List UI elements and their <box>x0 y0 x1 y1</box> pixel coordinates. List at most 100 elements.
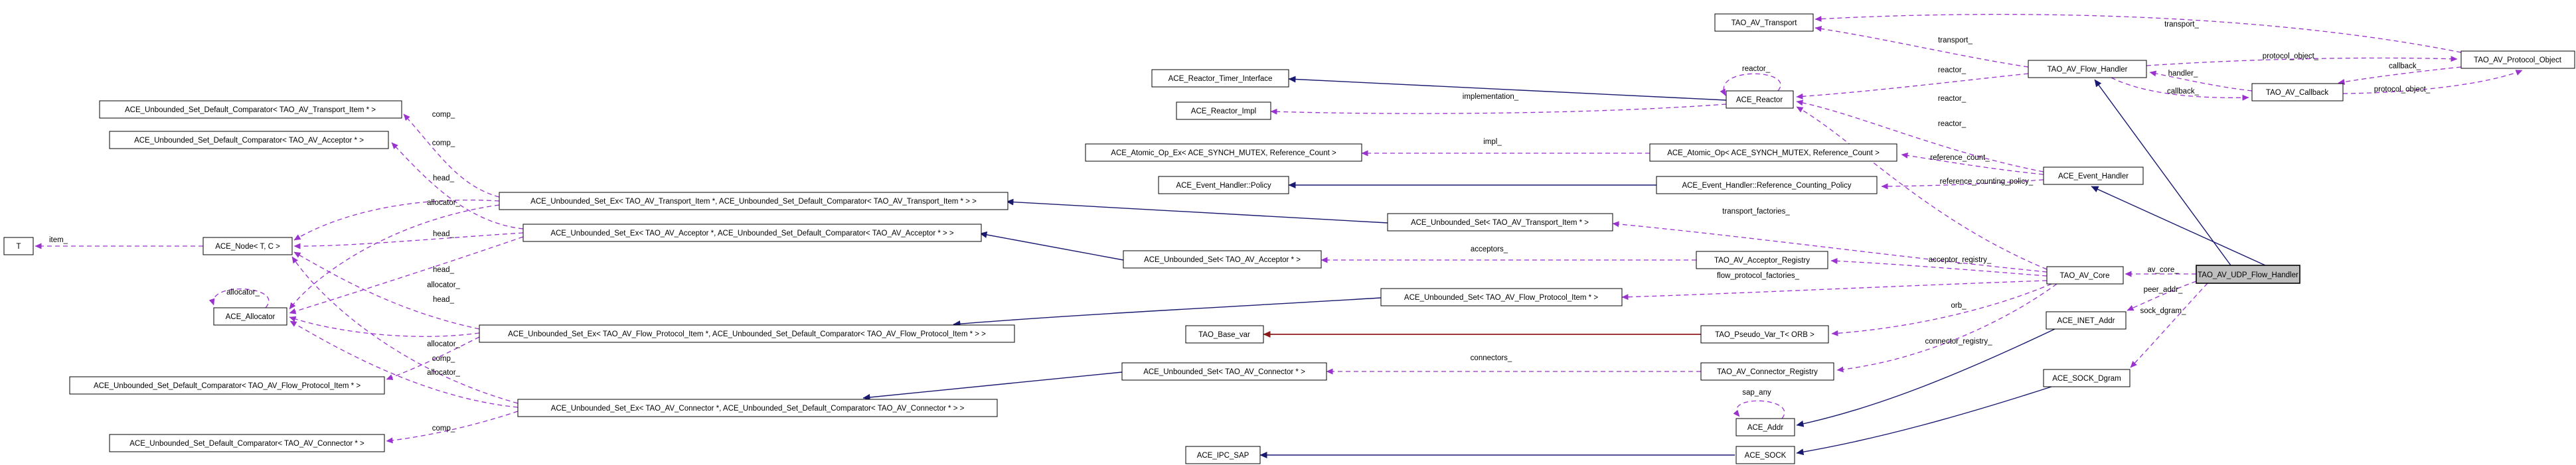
class-node-callback[interactable]: TAO_AV_Callback <box>2251 83 2344 101</box>
edge-label-allocator-selfloop: allocator_ <box>226 289 260 297</box>
svg-text:TAO_AV_Transport: TAO_AV_Transport <box>1731 19 1798 27</box>
svg-text:TAO_AV_Connector_Registry: TAO_AV_Connector_Registry <box>1717 368 1818 376</box>
class-node-flow-handler[interactable]: TAO_AV_Flow_Handler <box>2028 60 2147 78</box>
class-node-sock-dgram[interactable]: ACE_SOCK_Dgram <box>2043 369 2131 387</box>
edge-use-core-acceptorregistry <box>1830 257 2048 277</box>
svg-text:ACE_Unbounded_Set< TAO_AV_Tran: ACE_Unbounded_Set< TAO_AV_Transport_Item… <box>1411 219 1589 227</box>
svg-text:TAO_AV_Callback: TAO_AV_Callback <box>2266 89 2328 97</box>
class-node-ace-node[interactable]: ACE_Node< T, C > <box>202 237 293 255</box>
class-node-acceptor-registry[interactable]: TAO_AV_Acceptor_Registry <box>1696 251 1828 269</box>
edge-inherit-sockdgram-to-sock <box>1796 386 2052 456</box>
class-node-inet-addr[interactable]: ACE_INET_Addr <box>2046 311 2127 330</box>
class-node-setex-flow[interactable]: ACE_Unbounded_Set_Ex< TAO_AV_Flow_Protoc… <box>479 324 1015 343</box>
class-node-comp-transport[interactable]: ACE_Unbounded_Set_Default_Comparator< TA… <box>99 100 402 119</box>
edge-inherit-uset-acceptor-to-setex <box>979 231 1124 261</box>
class-node-transport[interactable]: TAO_AV_Transport <box>1714 13 1814 32</box>
edge-use-core-transportfactories <box>1612 221 2048 273</box>
class-node-udp-flow-handler-main[interactable]: TAO_AV_UDP_Flow_Handler <box>2196 265 2300 284</box>
svg-text:T: T <box>16 243 21 251</box>
svg-text:TAO_Pseudo_Var_T< ORB >: TAO_Pseudo_Var_T< ORB > <box>1715 331 1814 339</box>
class-node-reactor-impl[interactable]: ACE_Reactor_Impl <box>1176 101 1271 120</box>
class-node-base-var[interactable]: TAO_Base_var <box>1185 325 1264 344</box>
class-node-ref-counting-policy[interactable]: ACE_Event_Handler::Reference_Counting_Po… <box>1656 176 1878 194</box>
svg-text:ACE_Node< T, C >: ACE_Node< T, C > <box>215 243 280 251</box>
edge-label-comp-1: comp_ <box>432 111 455 119</box>
class-node-connector-registry[interactable]: TAO_AV_Connector_Registry <box>1700 362 1834 381</box>
edge-use-setex-acceptor-allocator <box>289 236 524 314</box>
edge-label-reference-count: reference_count_ <box>1930 154 1990 162</box>
class-node-sock[interactable]: ACE_SOCK <box>1735 446 1795 464</box>
svg-text:ACE_Reactor_Impl: ACE_Reactor_Impl <box>1191 107 1256 115</box>
edge-label-head-1: head_ <box>433 174 455 182</box>
class-node-reactor-timer-interface[interactable]: ACE_Reactor_Timer_Interface <box>1151 69 1289 88</box>
edge-use-flowhandler-protocolobject <box>2146 56 2458 66</box>
class-node-comp-flow[interactable]: ACE_Unbounded_Set_Default_Comparator< TA… <box>69 376 385 395</box>
svg-text:ACE_Unbounded_Set< TAO_AV_Acce: ACE_Unbounded_Set< TAO_AV_Acceptor * > <box>1144 256 1301 264</box>
edge-inherit-uset-connector-to-setex <box>862 371 1123 401</box>
edge-label-acceptors: acceptors_ <box>1471 245 1508 253</box>
class-node-setex-transport[interactable]: ACE_Unbounded_Set_Ex< TAO_AV_Transport_I… <box>499 192 1008 210</box>
edge-use-setex-transport-comp <box>403 113 500 198</box>
edge-label-comp-3: comp_ <box>432 355 455 363</box>
edge-use-eventhandler-refcountingpolicy <box>1881 179 2044 190</box>
edge-label-head-3: head_ <box>433 266 455 274</box>
svg-text:ACE_Unbounded_Set_Ex< TAO_AV_A: ACE_Unbounded_Set_Ex< TAO_AV_Acceptor *,… <box>550 230 954 237</box>
class-node-uset-acceptor[interactable]: ACE_Unbounded_Set< TAO_AV_Acceptor * > <box>1123 250 1322 269</box>
edge-use-setex-flow-allocator <box>289 316 480 337</box>
class-node-protocol-object[interactable]: TAO_AV_Protocol_Object <box>2460 50 2575 69</box>
class-node-reactor[interactable]: ACE_Reactor <box>1726 90 1794 109</box>
svg-text:ACE_Unbounded_Set_Default_Comp: ACE_Unbounded_Set_Default_Comparator< TA… <box>94 382 361 390</box>
edge-use-setex-acceptor-comp <box>391 142 524 230</box>
edge-use-setex-connector-comp <box>386 411 519 444</box>
edge-use-reactor-selfloop <box>1720 73 1781 96</box>
class-node-ipc-sap[interactable]: ACE_IPC_SAP <box>1185 446 1261 464</box>
class-node-comp-acceptor[interactable]: ACE_Unbounded_Set_Default_Comparator< TA… <box>109 131 389 149</box>
class-node-event-handler[interactable]: ACE_Event_Handler <box>2043 166 2144 185</box>
edge-label-handler: handler_ <box>2168 70 2198 78</box>
edge-use-core-flowprotocolfactories <box>1621 280 2048 300</box>
class-node-atomic-op[interactable]: ACE_Atomic_Op< ACE_SYNCH_MUTEX, Referenc… <box>1649 143 1897 162</box>
edge-use-eventhandler-referencecount <box>1901 153 2044 175</box>
class-node-t[interactable]: T <box>3 237 34 255</box>
svg-text:TAO_AV_Flow_Handler: TAO_AV_Flow_Handler <box>2047 66 2127 74</box>
edge-label-transport-factories: transport_factories_ <box>1722 208 1790 216</box>
edge-use-flowhandler-callback <box>2111 77 2249 101</box>
svg-text:ACE_SOCK: ACE_SOCK <box>1745 452 1787 460</box>
edges <box>35 14 2523 458</box>
edge-label-acceptor-registry: acceptor_registry_ <box>1929 256 1992 264</box>
class-node-addr[interactable]: ACE_Addr <box>1735 418 1795 436</box>
class-node-atomic-op-ex[interactable]: ACE_Atomic_Op_Ex< ACE_SYNCH_MUTEX, Refer… <box>1085 143 1362 162</box>
class-node-comp-connector[interactable]: ACE_Unbounded_Set_Default_Comparator< TA… <box>109 434 385 452</box>
edge-use-allocator-selfloop <box>208 288 270 308</box>
class-node-uset-connector[interactable]: ACE_Unbounded_Set< TAO_AV_Connector * > <box>1121 362 1327 381</box>
svg-text:ACE_Atomic_Op_Ex< ACE_SYNCH_MU: ACE_Atomic_Op_Ex< ACE_SYNCH_MUTEX, Refer… <box>1111 149 1336 157</box>
class-node-uset-flow[interactable]: ACE_Unbounded_Set< TAO_AV_Flow_Protocol_… <box>1380 288 1623 306</box>
svg-text:ACE_Event_Handler::Policy: ACE_Event_Handler::Policy <box>1176 182 1271 190</box>
edge-label-reactor-3: reactor_ <box>1938 120 1967 128</box>
edge-use-core-connectorregistry <box>1836 283 2057 373</box>
edge-use-setex-acceptor-head <box>293 232 524 249</box>
class-node-event-handler-policy[interactable]: ACE_Event_Handler::Policy <box>1158 176 1289 194</box>
edge-label-impl: impl_ <box>1483 138 1502 146</box>
edge-label-allocator-4: allocator_ <box>427 369 460 377</box>
edge-label-connector-registry: connector_registry_ <box>1925 338 1993 346</box>
edge-use-core-orb <box>1831 283 2052 336</box>
edge-use-eventhandler-reactor <box>1796 100 2044 172</box>
class-node-uset-transport[interactable]: ACE_Unbounded_Set< TAO_AV_Transport_Item… <box>1387 213 1613 232</box>
edge-inherit-inet-to-addr <box>1796 328 2055 427</box>
class-node-core[interactable]: TAO_AV_Core <box>2046 266 2124 285</box>
class-node-setex-acceptor[interactable]: ACE_Unbounded_Set_Ex< TAO_AV_Acceptor *,… <box>523 224 982 242</box>
edge-inherit-udp-to-event-handler <box>2091 186 2266 266</box>
svg-text:ACE_Reactor: ACE_Reactor <box>1736 96 1783 104</box>
class-node-ace-allocator[interactable]: ACE_Allocator <box>213 307 287 326</box>
edge-use-udp-peeraddr <box>2127 281 2197 311</box>
class-node-setex-connector[interactable]: ACE_Unbounded_Set_Ex< TAO_AV_Connector *… <box>517 399 998 417</box>
edge-label-reactor-2: reactor_ <box>1938 95 1967 103</box>
edge-use-setex-connector-head <box>291 256 519 404</box>
svg-text:ACE_Unbounded_Set< TAO_AV_Conn: ACE_Unbounded_Set< TAO_AV_Connector * > <box>1143 368 1305 376</box>
edge-use-setex-transport-allocator <box>289 204 500 310</box>
class-node-pseudo-var[interactable]: TAO_Pseudo_Var_T< ORB > <box>1700 325 1829 344</box>
svg-text:ACE_Event_Handler::Reference_C: ACE_Event_Handler::Reference_Counting_Po… <box>1682 182 1851 190</box>
svg-text:ACE_Event_Handler: ACE_Event_Handler <box>2058 172 2129 180</box>
